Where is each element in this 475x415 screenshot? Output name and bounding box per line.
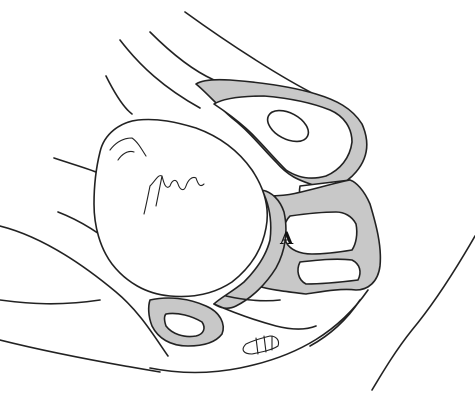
pubic-ramus-segments [243,336,278,354]
rectal-lumen [284,212,357,254]
region-label-a: A [279,229,294,249]
abdominal-wall-line [120,40,200,108]
abdominal-wall-line [106,76,132,114]
front-body-contour [0,300,100,304]
abdominal-wall-line [54,158,96,172]
back-skin-contour-inner [150,32,214,80]
perineal-skin-contour [372,236,475,390]
fetal-head [94,119,267,296]
rectal-lumen-lower [298,259,360,284]
lower-body-contour [0,340,160,372]
